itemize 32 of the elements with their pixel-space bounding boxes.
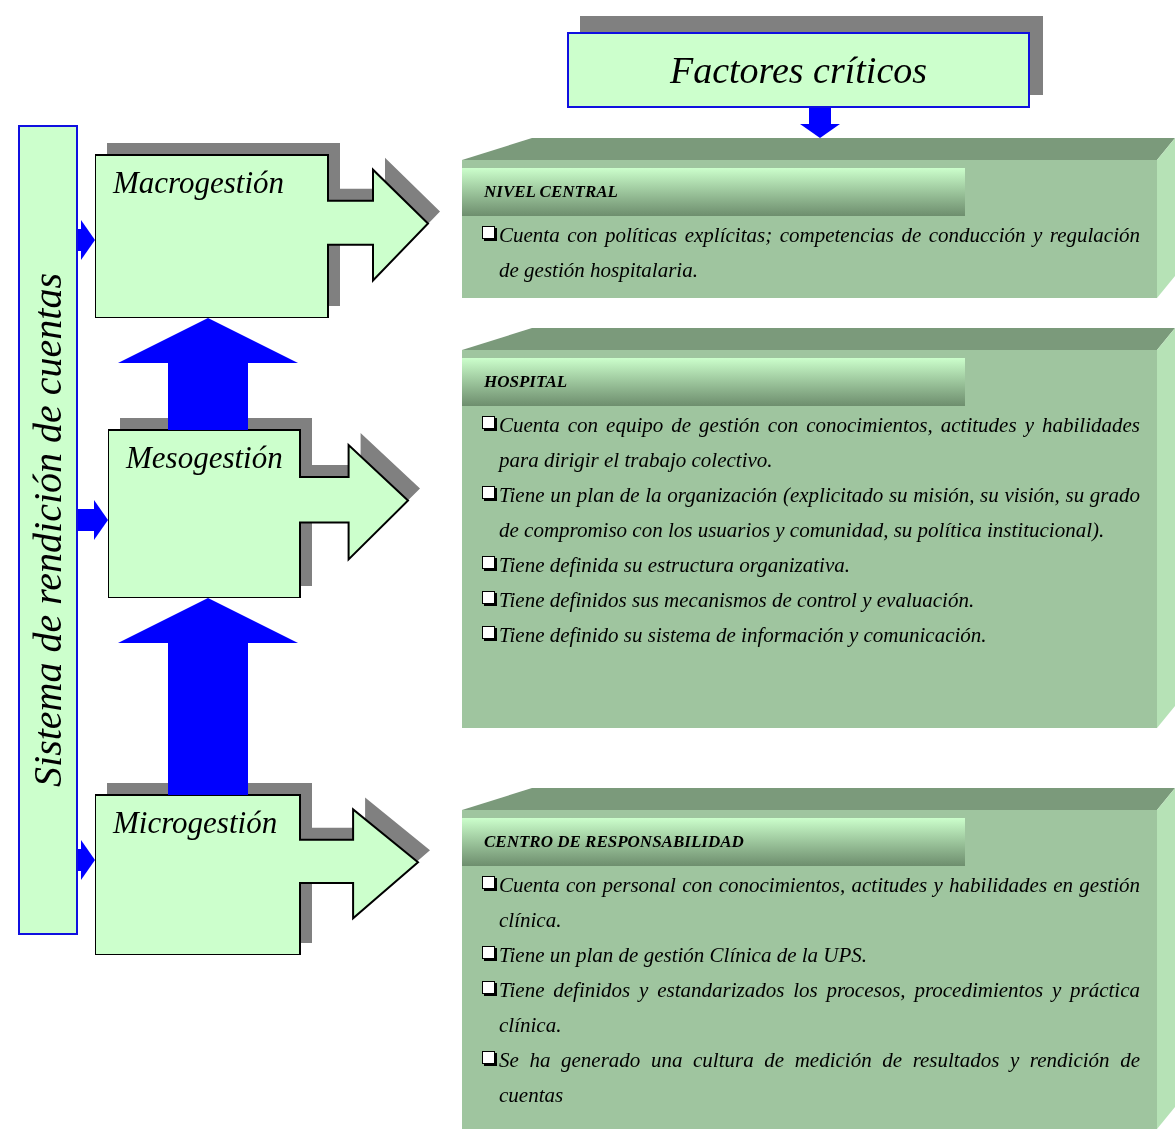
block-arrow	[78, 220, 95, 260]
block-arrow-box	[95, 783, 430, 955]
title-text: Factores críticos	[669, 47, 928, 93]
block-arrow	[78, 500, 108, 540]
panel-heading: CENTRO DE RESPONSABILIDAD	[462, 818, 965, 866]
panel-heading: NIVEL CENTRAL	[462, 168, 965, 216]
block-arrow	[78, 840, 95, 880]
bullet-text: Tiene definido su sistema de información y comunicación.	[499, 622, 988, 649]
panel-box	[462, 788, 1175, 1129]
panel-box	[462, 328, 1175, 728]
bullet-text: Cuenta con políticas explícitas; competencias de conducción y regulación de gestión hospitalaria.	[499, 222, 1140, 284]
panel-box	[462, 138, 1175, 298]
bullet-text: Tiene un plan de gestión Clínica de la UPS.	[499, 942, 869, 969]
bullet-text: Tiene definida su estructura organizativa.	[499, 552, 851, 579]
level-label: Microgestión	[113, 807, 278, 838]
block-arrow	[118, 598, 298, 795]
bullet-text: Cuenta con personal con conocimientos, actitudes y habilidades en gestión clínica.	[499, 872, 1140, 934]
bullet-text: Tiene un plan de la organización (explicitado su misión, su visión, su grado de compromiso con los usuarios y comunidad, su política institucional).	[499, 482, 1140, 544]
bullet-text: Cuenta con equipo de gestión con conocimientos, actitudes y habilidades para dirigir el trabajo colectivo.	[499, 412, 1140, 474]
panel-heading: HOSPITAL	[462, 358, 965, 406]
bullet-text: Tiene definidos sus mecanismos de control y evaluación.	[499, 587, 976, 614]
level-label: Macrogestión	[113, 167, 285, 198]
level-label: Mesogestión	[126, 442, 283, 473]
block-arrow	[800, 108, 840, 138]
bullet-text: Tiene definidos y estandarizados los procesos, procedimientos y práctica clínica.	[499, 977, 1140, 1039]
block-arrow-box	[95, 143, 440, 318]
vertical-bar	[18, 125, 78, 935]
title-box	[567, 16, 1043, 108]
vertical-label: Sistema de rendición de cuentas	[24, 273, 71, 787]
block-arrow	[118, 318, 298, 430]
block-arrow-box	[108, 418, 420, 598]
bullet-text: Se ha generado una cultura de medición de resultados y rendición de cuentas	[499, 1047, 1140, 1109]
